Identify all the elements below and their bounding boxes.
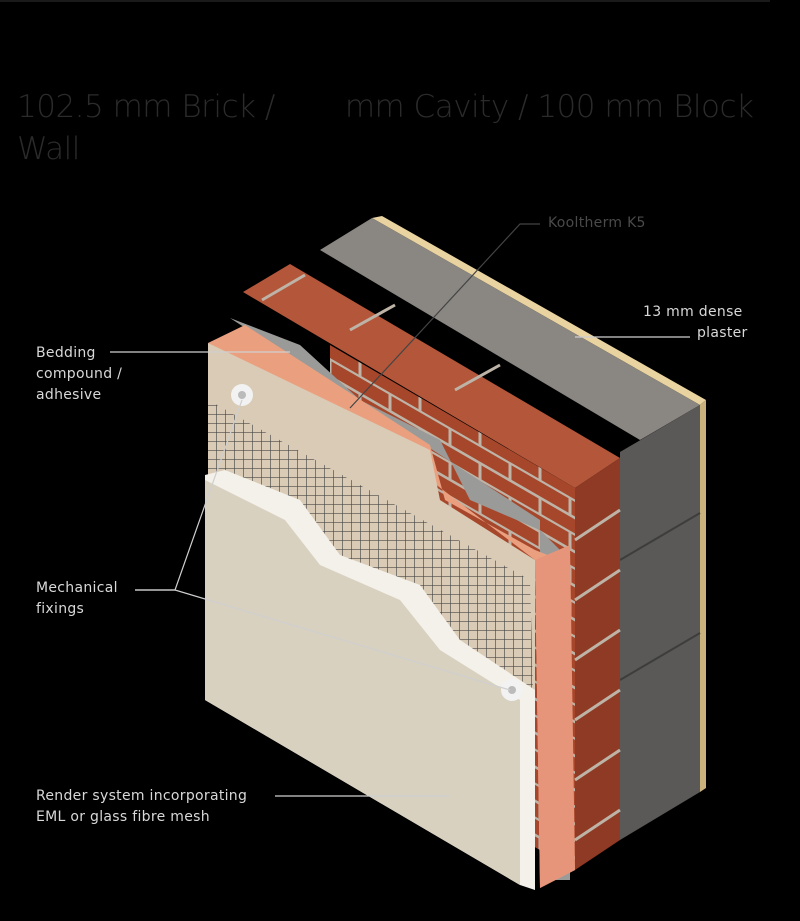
title-part-3: Wall — [17, 131, 80, 167]
mechanical-fixing-bottom — [501, 679, 523, 701]
label-bedding-line-2: compound / — [36, 366, 123, 382]
label-bedding-line-3: adhesive — [36, 387, 102, 403]
top-border — [0, 0, 770, 2]
label-fixings-line-1: Mechanical — [36, 580, 118, 596]
block-wall — [320, 218, 701, 840]
mechanical-fixing-top — [231, 384, 253, 406]
label-fixings-line-2: fixings — [36, 601, 85, 617]
label-render-line-2: EML or glass fibre mesh — [36, 809, 210, 825]
label-plaster-line-1: 13 mm dense — [643, 304, 743, 320]
title-part-2: mm Cavity / 100 mm Block — [344, 89, 754, 125]
leader-lines — [110, 223, 690, 797]
label-bedding-line-1: Bedding — [36, 345, 96, 361]
label-plaster-line-2: plaster — [697, 325, 748, 341]
plaster-layer — [372, 216, 706, 792]
render-layer — [205, 470, 535, 890]
label-render-line-1: Render system incorporating — [36, 788, 248, 804]
title-part-1: 102.5 mm Brick / — [17, 89, 275, 125]
diagram-title: 102.5 mm Brick / mm Cavity / 100 mm Block… — [17, 86, 777, 170]
label-kooltherm: Kooltherm K5 — [548, 215, 646, 231]
